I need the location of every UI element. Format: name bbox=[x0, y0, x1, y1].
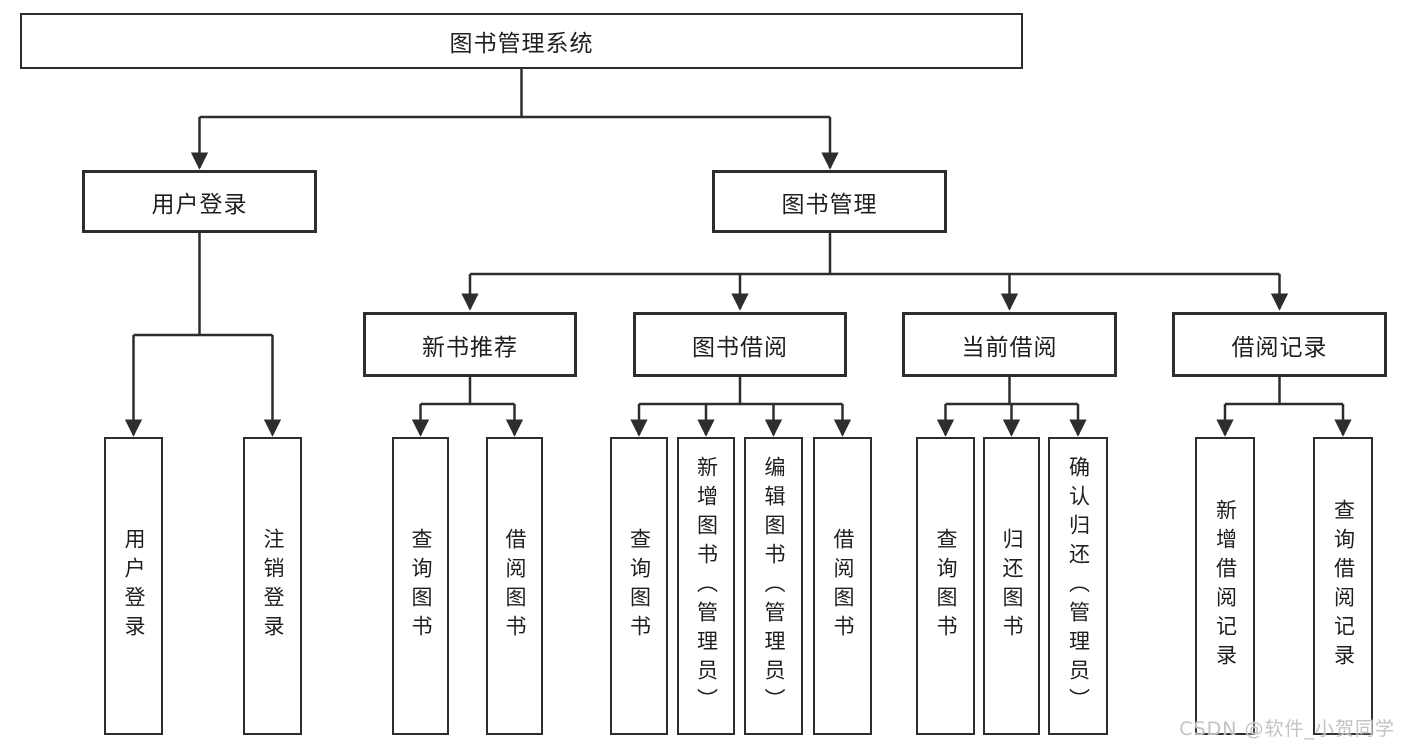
node-label: 借阅记录 bbox=[1231, 334, 1328, 361]
leaf-bb-add-books-admin: 新增图书（管理员） bbox=[677, 437, 735, 735]
node-borrow-records: 借阅记录 bbox=[1172, 312, 1387, 377]
node-label: 编辑图书（管理员） bbox=[762, 455, 786, 717]
node-label: 查询借阅记录 bbox=[1331, 499, 1356, 673]
node-label: 新增图书（管理员） bbox=[694, 455, 719, 717]
node-label: 查询图书 bbox=[409, 528, 433, 644]
leaf-cb-confirm-return-admin: 确认归还（管理员） bbox=[1048, 437, 1108, 735]
leaf-bb-borrow-books: 借阅图书 bbox=[813, 437, 872, 735]
leaf-nb-query-books: 查询图书 bbox=[392, 437, 449, 735]
leaf-logout: 注销登录 bbox=[243, 437, 302, 735]
node-label: 查询图书 bbox=[934, 528, 958, 644]
leaf-br-query-record: 查询借阅记录 bbox=[1313, 437, 1373, 735]
node-label: 图书借阅 bbox=[692, 334, 788, 361]
node-label: 用户登录 bbox=[122, 528, 146, 644]
leaf-cb-query-books: 查询图书 bbox=[916, 437, 975, 735]
node-book-management: 图书管理 bbox=[712, 170, 947, 233]
leaf-bb-query-books: 查询图书 bbox=[610, 437, 668, 735]
leaf-nb-borrow-books: 借阅图书 bbox=[486, 437, 543, 735]
leaf-user-login: 用户登录 bbox=[104, 437, 163, 735]
node-label: 归还图书 bbox=[1000, 528, 1024, 644]
node-label: 当前借阅 bbox=[961, 334, 1058, 361]
node-label: 注销登录 bbox=[261, 528, 285, 644]
node-current-borrow: 当前借阅 bbox=[902, 312, 1117, 377]
leaf-cb-return-books: 归还图书 bbox=[983, 437, 1040, 735]
node-book-borrow: 图书借阅 bbox=[633, 312, 847, 377]
node-label: 借阅图书 bbox=[503, 528, 527, 644]
node-label: 图书管理系统 bbox=[449, 31, 594, 57]
node-label: 用户登录 bbox=[151, 191, 248, 218]
node-label: 借阅图书 bbox=[831, 528, 855, 644]
node-new-book-recommend: 新书推荐 bbox=[363, 312, 577, 377]
leaf-bb-edit-books-admin: 编辑图书（管理员） bbox=[744, 437, 803, 735]
node-label: 查询图书 bbox=[627, 528, 652, 644]
node-label: 图书管理 bbox=[781, 191, 878, 218]
node-label: 确认归还（管理员） bbox=[1066, 455, 1091, 717]
leaf-br-add-record: 新增借阅记录 bbox=[1195, 437, 1255, 735]
node-label: 新增借阅记录 bbox=[1213, 499, 1238, 673]
node-library-management-system: 图书管理系统 bbox=[20, 13, 1023, 69]
node-user-login: 用户登录 bbox=[82, 170, 317, 233]
node-label: 新书推荐 bbox=[422, 334, 518, 361]
csdn-watermark: CSDN @软件_小贺同学 bbox=[1179, 718, 1395, 740]
